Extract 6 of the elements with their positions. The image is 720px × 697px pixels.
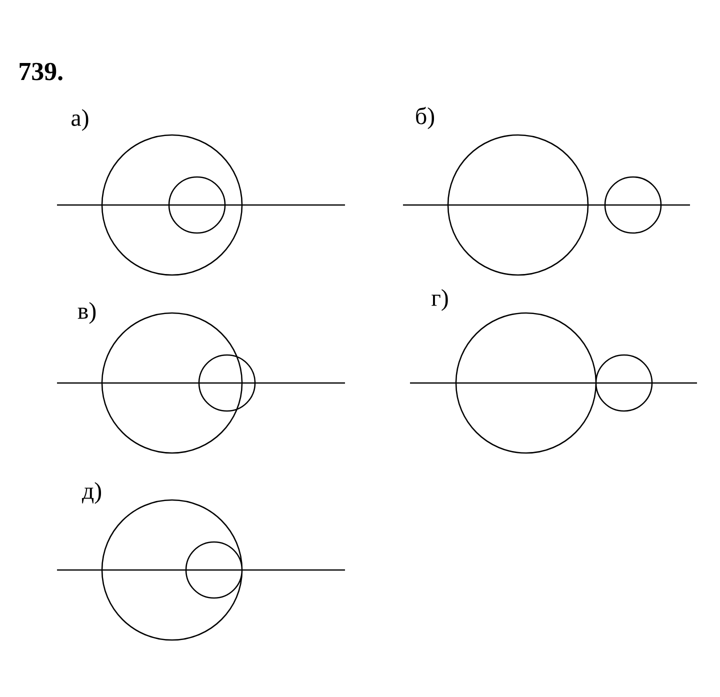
problem-number: 739. [20, 62, 62, 80]
subfigure-label: а) [72, 109, 88, 131]
subfigure-label: б) [416, 106, 434, 130]
subfigure-label: г) [432, 289, 448, 311]
subfigure-label: д) [82, 482, 102, 504]
subfigure-label: в) [78, 302, 96, 324]
